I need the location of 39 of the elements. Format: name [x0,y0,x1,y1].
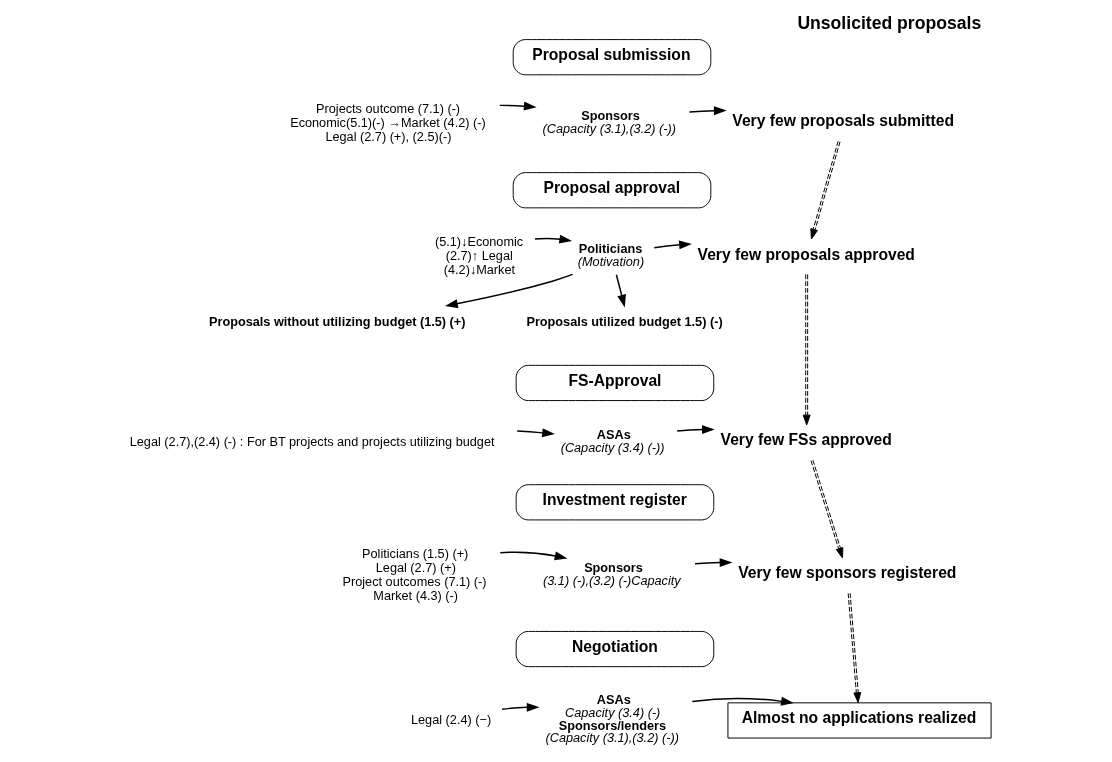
node-text: Very few proposals submitted [731,112,954,130]
node-box: Negotiation [515,630,714,668]
arrow [533,234,572,244]
node-text: Proposals without utilizing budget (1.5) (+) [208,313,466,329]
arrow [500,702,540,712]
node-text: Politicians (1.5) (+) Legal (2.7) (+) Project outcomes (7.1) (-) Market (4.3) (-) [342,546,487,603]
arrow [498,101,537,111]
arrow [847,592,861,703]
node-box: Proposal submission [512,39,711,76]
node-text: Sponsors (3.1) (-),(3.2) (-)Capacity [542,560,681,588]
arrow [691,696,794,706]
arrow [515,428,555,438]
node-text: Very few proposals approved [697,245,915,263]
node-box: Proposal approval [512,172,711,209]
node-text: Sponsors (Capacity (3.1),(3.2) (-)) [542,108,676,136]
arrow [675,425,715,434]
arrow [653,240,692,250]
node-text: Very few FSs approved [720,431,892,449]
node-text: Legal (2.4) (−) [410,711,491,727]
node-box: FS-Approval [515,364,714,402]
diagram-title: Unsolicited proposals [796,13,981,34]
node-box: Investment register [515,484,714,521]
node-text: Politicians (Motivation) [577,241,644,269]
node-text: Very few sponsors registered [737,564,956,582]
arrow [809,140,840,240]
arrow [499,551,567,561]
node-text: Projects outcome (7.1) (-) Economic(5.1)(-) →Market (4.2) (-) Legal (2.7) (+), (2.5)(-) [289,101,486,144]
node-text: Legal (2.7),(2.4) (-) : For BT projects and projects utilizing budget [129,433,495,449]
node-box: Almost no applications realized [726,702,992,739]
node-text: ASAs Capacity (3.4) (-) Sponsors/lenders (Capacity (3.1),(3.2) (-)) [544,692,679,746]
arrow [688,106,727,116]
arrow [802,273,811,426]
arrow [444,273,573,309]
arrow [693,558,732,568]
arrow [615,273,626,308]
arrow [810,459,843,559]
node-text: ASAs (Capacity (3.4) (-)) [560,427,664,455]
node-text: Proposals utilized budget 1.5) (-) [525,313,723,329]
node-text: (5.1)↓Economic (2.7)↑ Legal (4.2)↓Market [434,234,523,277]
